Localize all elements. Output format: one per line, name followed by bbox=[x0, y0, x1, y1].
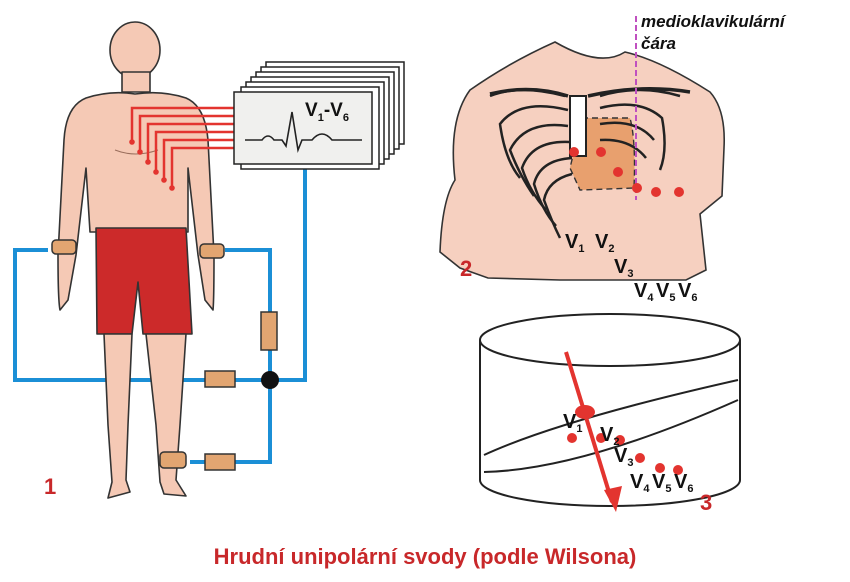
cylinder-top bbox=[480, 314, 740, 366]
electrode-right-arm bbox=[52, 240, 76, 254]
shorts bbox=[96, 228, 192, 334]
svg-text:V6: V6 bbox=[678, 280, 697, 304]
svg-text:V4: V4 bbox=[634, 280, 654, 304]
electrode-v6 bbox=[674, 187, 684, 197]
left-leg bbox=[104, 334, 132, 498]
axis-center bbox=[575, 405, 595, 419]
electrode-v2 bbox=[596, 147, 606, 157]
resistor-horizontal-upper bbox=[205, 371, 235, 387]
head bbox=[110, 22, 160, 78]
panel-number-2: 2 bbox=[460, 256, 472, 281]
electrode-v1 bbox=[569, 147, 579, 157]
human-figure bbox=[58, 22, 214, 498]
figure-caption: Hrudní unipolární svody (podle Wilsona) bbox=[0, 544, 850, 570]
panel-number-1: 1 bbox=[44, 474, 56, 499]
panel-1: V1-V6 1 bbox=[15, 22, 404, 499]
midclavicular-label-line2: čára bbox=[641, 34, 676, 53]
electrode-v5 bbox=[651, 187, 661, 197]
panel-2: medioklavikulární čára V1 V2 V3 V4 V5 V6… bbox=[440, 12, 787, 304]
monitor-label: V1-V6 bbox=[305, 100, 349, 124]
sternum bbox=[570, 96, 586, 156]
svg-text:V5: V5 bbox=[656, 280, 675, 304]
electrode-left-arm bbox=[200, 244, 224, 258]
midclavicular-label-line1: medioklavikulární bbox=[641, 12, 787, 31]
resistor-horizontal-lower bbox=[205, 454, 235, 470]
electrode-v3 bbox=[613, 167, 623, 177]
electrode-v4 bbox=[632, 183, 642, 193]
right-leg bbox=[146, 334, 186, 496]
panel-number-3: 3 bbox=[700, 490, 712, 515]
neck bbox=[122, 72, 150, 92]
electrode-right-leg bbox=[160, 452, 186, 468]
resistor-vertical bbox=[261, 312, 277, 350]
panel-3: V1 V2 V3 V4 V5 V6 3 bbox=[480, 314, 740, 515]
junction-node bbox=[261, 371, 279, 389]
